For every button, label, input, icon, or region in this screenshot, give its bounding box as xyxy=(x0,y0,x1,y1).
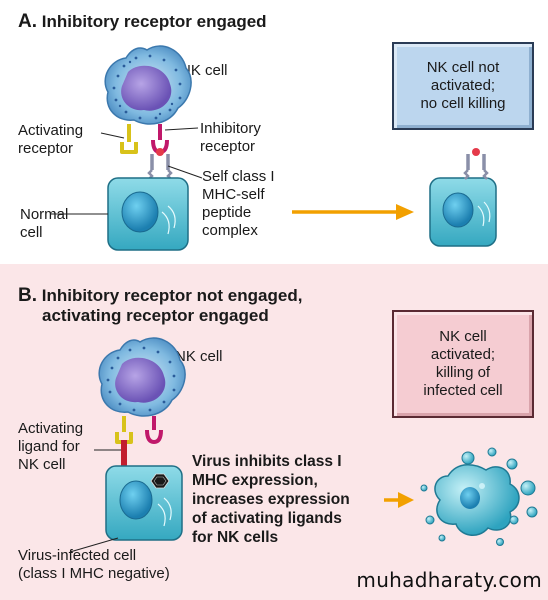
watermark: muhadharaty.com xyxy=(356,568,542,592)
mhc-complex-a xyxy=(147,148,173,180)
virus-particle-icon xyxy=(150,473,170,489)
panel-b: B. Inhibitory receptor not engaged, acti… xyxy=(0,264,548,600)
arrow-a xyxy=(292,204,414,220)
activating-receptor-label: Activating receptor xyxy=(18,122,84,157)
result-box-b: NK cell activated; killing of infected c… xyxy=(392,310,534,418)
panel-a-title: A. Inhibitory receptor engaged xyxy=(18,12,267,32)
result-box-a: NK cell not activated; no cell killing xyxy=(392,42,534,130)
inhibitory-receptor-leader xyxy=(164,127,199,131)
panel-a-letter: A. xyxy=(18,11,37,32)
self-mhc-label: Self class I MHC-self peptide complex xyxy=(202,168,275,239)
activating-receptor-leader xyxy=(100,132,125,139)
virus-cell-label: Virus-infected cell (class I MHC negativ… xyxy=(18,547,170,582)
nk-cell-a xyxy=(104,45,192,125)
panel-b-title: B. Inhibitory receptor not engaged, acti… xyxy=(18,285,303,326)
nk-cell-b xyxy=(98,337,186,417)
apoptotic-blebs xyxy=(420,447,538,546)
inhibitory-receptor-a xyxy=(151,124,169,155)
inhibitory-receptor-label: Inhibitory receptor xyxy=(200,120,261,155)
normal-cell-label: Normal cell xyxy=(20,206,69,241)
arrow-b xyxy=(384,492,414,508)
activating-receptor-a xyxy=(120,124,138,154)
normal-cell-a-result xyxy=(429,148,497,247)
panel-a-title-text: Inhibitory receptor engaged xyxy=(41,12,267,31)
activating-ligand xyxy=(121,440,127,468)
dying-cell xyxy=(434,464,520,536)
virus-cell-leader xyxy=(69,537,119,553)
virus-note: Virus inhibits class I MHC expression, i… xyxy=(192,453,350,546)
nk-cell-label-a: NK cell xyxy=(180,62,228,79)
self-mhc-leader xyxy=(167,165,203,179)
inhibitory-receptor-b xyxy=(145,416,163,445)
nk-cell-label-b: NK cell xyxy=(175,348,223,365)
activating-ligand-label: Activating ligand for NK cell xyxy=(18,420,84,473)
normal-cell-a xyxy=(107,177,189,251)
virus-infected-cell xyxy=(105,465,183,541)
activating-receptor-b xyxy=(115,416,133,444)
panel-a: A. Inhibitory receptor engaged NK cell A… xyxy=(0,0,548,264)
panel-b-letter: B. xyxy=(18,285,37,306)
